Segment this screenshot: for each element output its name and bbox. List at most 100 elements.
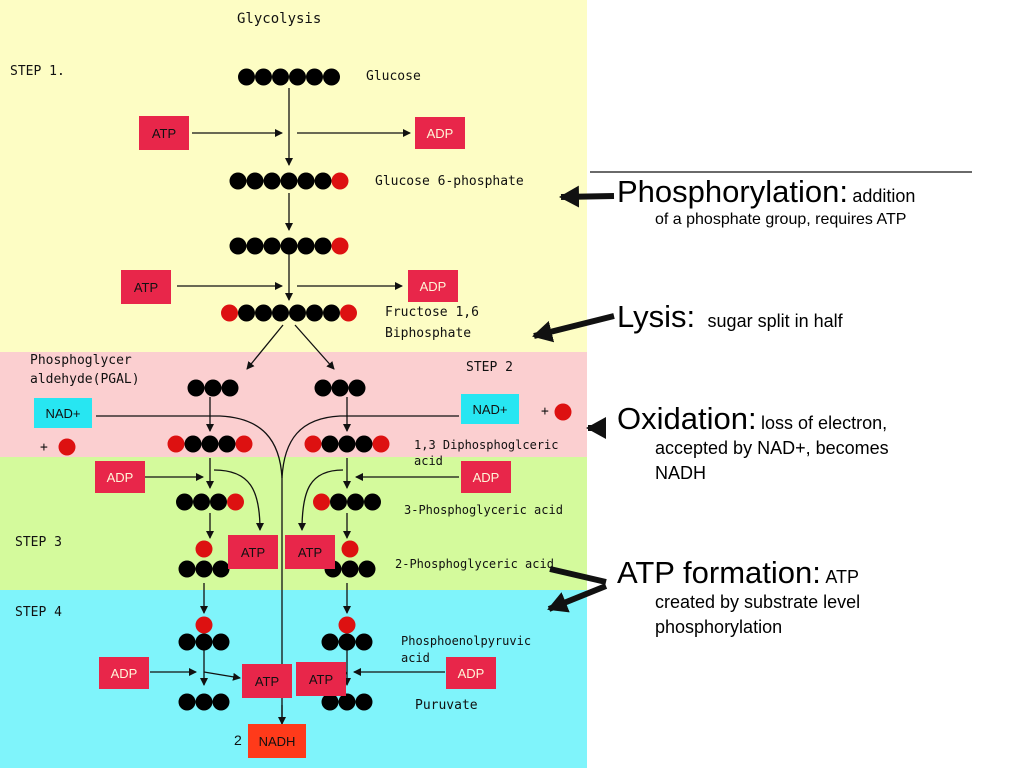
phosphate-ball (340, 304, 357, 322)
carbon-ball (246, 172, 264, 190)
carbon-ball (331, 379, 349, 397)
g6p-molecule (229, 172, 349, 190)
note-atp-formation: ATP formation: ATP created by substrate … (617, 556, 1017, 640)
note-desc-more: of a phosphate group, requires ATP (655, 211, 907, 228)
adp-box-step4-right: ADP (446, 657, 496, 689)
note-desc: sugar split in half (707, 311, 843, 331)
note-desc: addition (852, 186, 916, 206)
dpg-left-molecule (167, 435, 253, 453)
phosphate-ball (331, 237, 349, 255)
carbon-ball (289, 304, 306, 322)
pga2-right-phosphate (341, 540, 359, 558)
pep-right-molecule (321, 633, 373, 651)
carbon-ball (355, 435, 373, 453)
pga3-label: 3-Phosphoglyceric acid (404, 503, 563, 517)
step4-label: STEP 4 (15, 605, 62, 620)
nadh-box: NADH (248, 724, 306, 758)
pep-left-molecule (178, 633, 230, 651)
pgal-right-molecule (314, 379, 366, 397)
carbon-ball (229, 237, 247, 255)
pyruvate-left-molecule (178, 693, 230, 711)
carbon-ball (255, 304, 272, 322)
carbon-ball (355, 693, 373, 711)
carbon-ball (246, 237, 264, 255)
nadh-count: 2 (234, 732, 242, 748)
adp-box-step3-left: ADP (95, 461, 145, 493)
carbon-ball (212, 633, 230, 651)
carbon-ball (289, 68, 306, 86)
atp-box-step3-left: ATP (228, 535, 278, 569)
f16bp-label-1: Fructose 1,6 (385, 305, 479, 320)
carbon-ball (348, 379, 366, 397)
carbon-ball (221, 379, 239, 397)
carbon-ball (341, 560, 359, 578)
pyruvate-label: Puruvate (415, 698, 478, 713)
carbon-ball (297, 172, 315, 190)
f6p-molecule (229, 237, 349, 255)
carbon-ball (347, 493, 364, 511)
note-desc-more: accepted by NAD+, becomes (655, 438, 889, 458)
pyruvate-right-molecule (321, 693, 373, 711)
phosphate-ball (227, 493, 244, 511)
pep-label-2: acid (401, 651, 430, 665)
dpg-right-molecule (304, 435, 390, 453)
note-term: Phosphorylation: (617, 174, 848, 209)
note-desc: ATP (825, 567, 860, 587)
carbon-ball (195, 693, 213, 711)
phosphate-ball (331, 172, 349, 190)
atp-box-step4-right: ATP (296, 662, 346, 696)
phosphate-ball (235, 435, 253, 453)
carbon-ball (321, 435, 339, 453)
carbon-ball (238, 304, 255, 322)
note-term: Lysis: (617, 299, 696, 334)
carbon-ball (314, 379, 332, 397)
phosphate-ball (304, 435, 322, 453)
pga2-left-molecule (178, 560, 230, 578)
carbon-ball (323, 304, 340, 322)
pep-left-phosphate (195, 616, 213, 634)
carbon-ball (195, 633, 213, 651)
adp-box-step3-right: ADP (461, 461, 511, 493)
pga2-label: 2-Phosphoglyceric acid (395, 557, 554, 571)
carbon-ball (193, 493, 210, 511)
carbon-ball (314, 237, 332, 255)
free-phosphate-left (58, 438, 76, 456)
pep-label-1: Phosphoenolpyruvic (401, 634, 532, 648)
f16bp-label-2: Biphosphate (385, 326, 472, 341)
diagram-title: Glycolysis (237, 11, 322, 27)
note-oxidation: Oxidation: loss of electron, accepted by… (617, 402, 1017, 486)
step1-label: STEP 1. (10, 64, 65, 79)
carbon-ball (178, 633, 196, 651)
pgal-label-2: aldehyde(PGAL) (30, 372, 140, 387)
glucose-molecule (238, 68, 340, 86)
phosphate-ball (372, 435, 390, 453)
carbon-ball (204, 379, 222, 397)
carbon-ball (321, 633, 339, 651)
atp-box-step3-right: ATP (285, 535, 335, 569)
plus-sign-right: + (541, 404, 549, 419)
carbon-ball (338, 633, 356, 651)
nad-box-left: NAD+ (34, 398, 92, 428)
carbon-ball (229, 172, 247, 190)
carbon-ball (255, 68, 272, 86)
adp-box-step4-left: ADP (99, 657, 149, 689)
carbon-ball (195, 560, 213, 578)
note-desc-more-2: phosphorylation (655, 617, 783, 637)
carbon-ball (201, 435, 219, 453)
step2-label: STEP 2 (466, 360, 513, 375)
carbon-ball (178, 693, 196, 711)
carbon-ball (280, 237, 298, 255)
adp-box-step1b: ADP (408, 270, 458, 302)
carbon-ball (297, 237, 315, 255)
carbon-ball (210, 493, 227, 511)
note-term: ATP formation: (617, 555, 821, 590)
carbon-ball (358, 560, 376, 578)
note-phosphorylation: Phosphorylation: addition of a phosphate… (617, 175, 1017, 231)
note-desc-more-2: NADH (655, 463, 707, 483)
carbon-ball (187, 379, 205, 397)
carbon-ball (263, 172, 281, 190)
phosphate-ball (313, 493, 330, 511)
f16bp-molecule (221, 304, 357, 322)
carbon-ball (238, 68, 255, 86)
carbon-ball (314, 172, 332, 190)
